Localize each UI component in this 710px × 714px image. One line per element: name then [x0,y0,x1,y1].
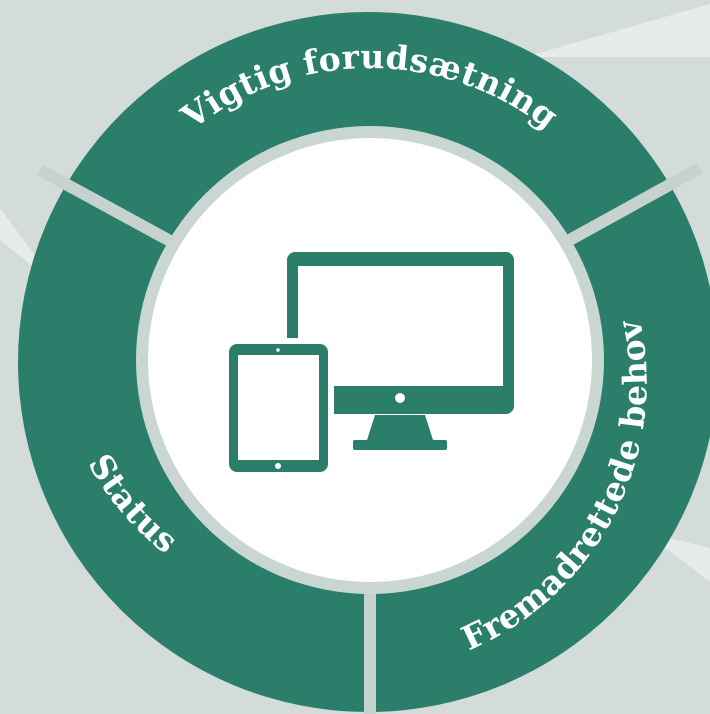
devices-icon [223,252,514,478]
separator-right [563,162,703,248]
pointer-top-right [525,4,710,57]
separator-left [37,164,175,248]
